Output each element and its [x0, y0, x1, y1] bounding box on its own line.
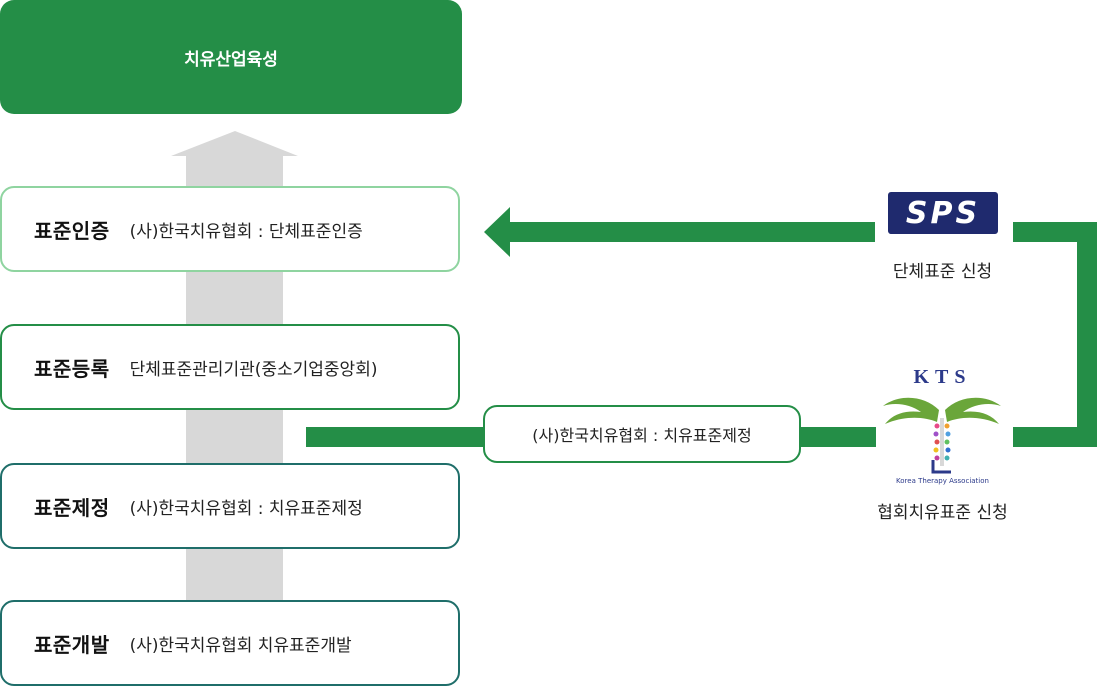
arrow-head-left	[484, 207, 510, 257]
right-connector-bottom	[1013, 427, 1097, 447]
sps-logo-text: SPS	[905, 195, 981, 231]
stage-development: 표준개발 (사)한국치유협회 치유표준개발	[0, 600, 460, 686]
stage-desc: (사)한국치유협회 : 단체표준인증	[129, 221, 363, 242]
kts-logo: KTS Korea Therapy Association	[875, 366, 1010, 492]
goal-title: 치유산업육성	[184, 49, 278, 70]
stage-certification: 표준인증 (사)한국치유협회 : 단체표준인증	[0, 186, 460, 272]
sps-to-certification-line	[505, 222, 875, 242]
stage-title: 표준제정	[34, 495, 110, 520]
leaf-icon	[883, 397, 1001, 474]
stage-title: 표준개발	[34, 632, 110, 657]
stage-enactment: 표준제정 (사)한국치유협회 : 치유표준제정	[0, 463, 460, 549]
stage-registration: 표준등록 단체표준관리기관(중소기업중앙회)	[0, 324, 460, 410]
sps-caption: 단체표준 신청	[892, 262, 993, 282]
goal-box: 치유산업육성	[0, 0, 462, 114]
right-connector-vertical	[1077, 222, 1097, 447]
kts-logo-subtitle: Korea Therapy Association	[896, 477, 989, 485]
stage-desc: 단체표준관리기관(중소기업중앙회)	[129, 359, 378, 380]
sps-logo: SPS	[888, 192, 998, 234]
right-connector-top	[1013, 222, 1097, 242]
stage-desc: (사)한국치유협회 : 치유표준제정	[129, 498, 363, 519]
stage-title: 표준인증	[34, 218, 110, 243]
kts-caption: 협회치유표준 신청	[877, 503, 1008, 523]
stage-desc: (사)한국치유협회 치유표준개발	[129, 635, 352, 656]
kts-logo-text: KTS	[913, 366, 972, 388]
stage-title: 표준등록	[34, 356, 110, 381]
connector-label-text: (사)한국치유협회 : 치유표준제정	[532, 426, 752, 445]
connector-label: (사)한국치유협회 : 치유표준제정	[483, 405, 801, 463]
